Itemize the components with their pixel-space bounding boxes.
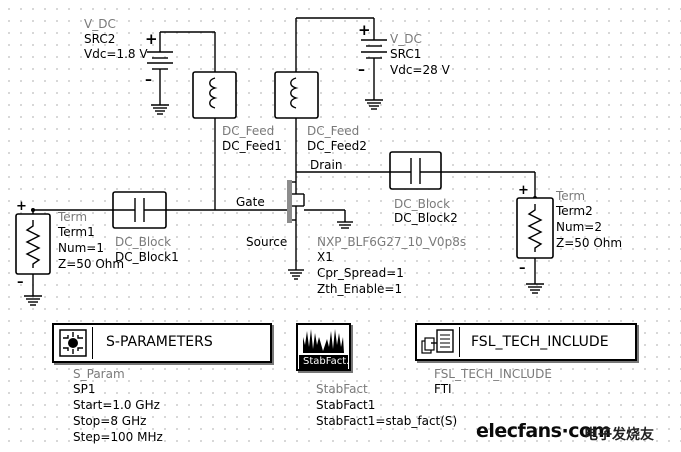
fsl-tech-include-controller[interactable]: FSL_TECH_INCLUDE: [415, 323, 637, 361]
src1-ground-symbol: [365, 90, 383, 110]
src2-plus: +: [145, 30, 158, 48]
src1-inst: SRC1: [390, 47, 422, 61]
term2-minus: –: [519, 261, 526, 276]
sparam-name: S_Param: [73, 367, 125, 381]
watermark-site: elecfans·com: [476, 420, 611, 442]
watermark-cn: 电子发烧友: [584, 427, 654, 443]
source-ground-symbol: [288, 269, 304, 280]
fsl-button-label: FSL_TECH_INCLUDE: [471, 334, 609, 350]
term1-port[interactable]: [15, 208, 51, 296]
transistor-cpr: Cpr_Spread=1: [317, 266, 404, 280]
dcfeed1-name: DC_Feed: [222, 124, 275, 138]
transistor-ground-symbol: [337, 221, 353, 229]
src1-plus: +: [358, 21, 371, 39]
term1-minus: –: [17, 275, 24, 290]
sparam-step: Step=100 MHz: [73, 430, 163, 444]
fsl-name: FSL_TECH_INCLUDE: [434, 367, 552, 381]
src2-battery[interactable]: [147, 31, 216, 95]
gate-label: Gate: [236, 195, 265, 209]
term2-inst: Term2: [556, 204, 593, 218]
transistor-zth: Zth_Enable=1: [317, 282, 403, 296]
drain-label: Drain: [310, 158, 343, 172]
dcblock1-inst: DC_Block1: [115, 250, 179, 264]
fsl-inst: FTI: [434, 382, 452, 396]
src2-name: V_DC: [84, 17, 116, 31]
term1-z: Z=50 Ohm: [58, 257, 125, 271]
dcblock1-capacitor[interactable]: [112, 191, 167, 229]
dcfeed1-inductor[interactable]: [192, 71, 237, 210]
dcfeed2-inst: DC_Feed2: [307, 139, 367, 153]
transistor-x1[interactable]: [270, 172, 346, 270]
stability-waveform-icon: [303, 329, 344, 353]
term1-ground-symbol: [24, 295, 42, 306]
src1-battery[interactable]: [296, 17, 387, 90]
stabfact-icon-label: StabFact.: [303, 356, 350, 367]
term2-name: Term: [556, 189, 586, 203]
stabfact-expr: StabFact1=stab_fact(S): [316, 414, 458, 428]
dcfeed2-inductor[interactable]: [274, 18, 319, 172]
term2-z: Z=50 Ohm: [556, 236, 623, 250]
src2-minus: –: [145, 72, 152, 88]
term1-num: Num=1: [58, 241, 104, 255]
term2-plus: +: [518, 183, 529, 198]
dcfeed2-name: DC_Feed: [307, 124, 360, 138]
src1-minus: –: [358, 62, 365, 78]
network-icon: [59, 329, 87, 357]
term2-num: Num=2: [556, 220, 602, 234]
stabfact-controller[interactable]: StabFact.: [296, 323, 351, 371]
dcblock1-name: DC_Block: [115, 235, 172, 249]
src1-vdc: Vdc=28 V: [390, 63, 450, 77]
dcfeed1-inst: DC_Feed1: [222, 139, 282, 153]
term1-plus: +: [16, 199, 27, 214]
sparam-inst: SP1: [73, 382, 96, 396]
term1-name: Term: [58, 210, 88, 224]
term1-inst: Term1: [58, 225, 95, 239]
sparam-start: Start=1.0 GHz: [73, 398, 160, 412]
include-file-icon: [421, 329, 454, 354]
sparameters-controller[interactable]: S-PARAMETERS: [52, 323, 272, 363]
transistor-inst: X1: [317, 250, 333, 264]
dcblock2-name: DC_Block: [394, 197, 451, 211]
transistor-model: NXP_BLF6G27_10_V0p8s: [317, 235, 467, 249]
src2-inst: SRC2: [84, 32, 116, 46]
sparameters-button-label: S-PARAMETERS: [106, 334, 213, 350]
stabfact-label-bar: StabFact.: [299, 355, 350, 369]
stabfact-name: StabFact: [316, 382, 368, 396]
stabfact-inst: StabFact1: [316, 398, 376, 412]
src2-vdc: Vdc=1.8 V: [84, 47, 148, 61]
src1-name: V_DC: [390, 32, 422, 46]
source-label: Source: [246, 235, 288, 249]
term2-ground-symbol: [526, 283, 544, 294]
dcblock2-capacitor[interactable]: [389, 151, 442, 190]
term2-port[interactable]: [516, 196, 554, 284]
dcblock2-inst: DC_Block2: [394, 211, 458, 225]
src2-ground-symbol: [151, 95, 169, 115]
sparam-stop: Stop=8 GHz: [73, 414, 147, 428]
